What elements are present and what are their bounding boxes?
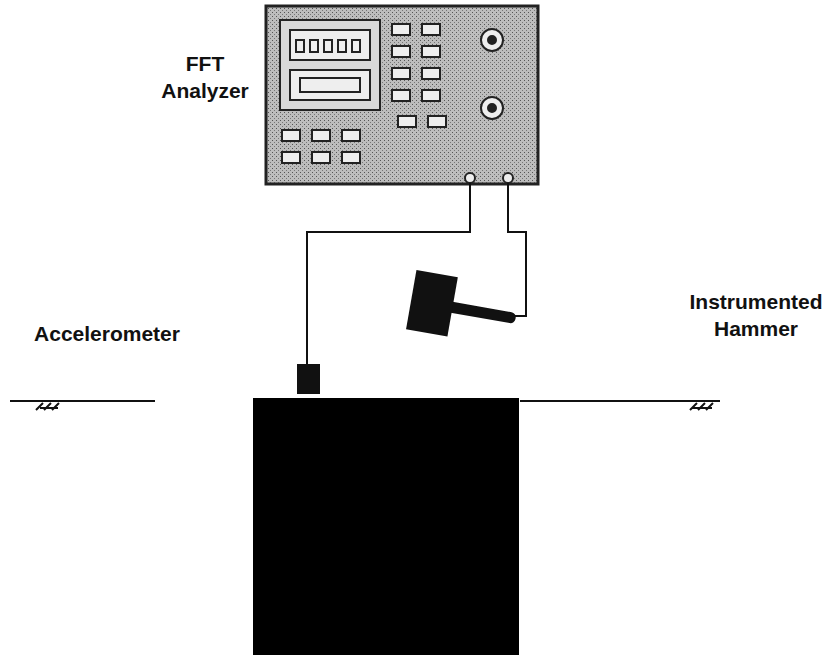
accelerometer: [297, 364, 320, 394]
part-label: FFT Analyzer: [150, 50, 260, 104]
part-label: Accelerometer: [12, 320, 202, 347]
instrumented-hammer: [406, 270, 521, 347]
foundation-block: [253, 398, 519, 655]
cable: [307, 183, 526, 364]
part-label: Instrumented Hammer: [686, 288, 826, 342]
fft-analyzer: [266, 6, 538, 184]
